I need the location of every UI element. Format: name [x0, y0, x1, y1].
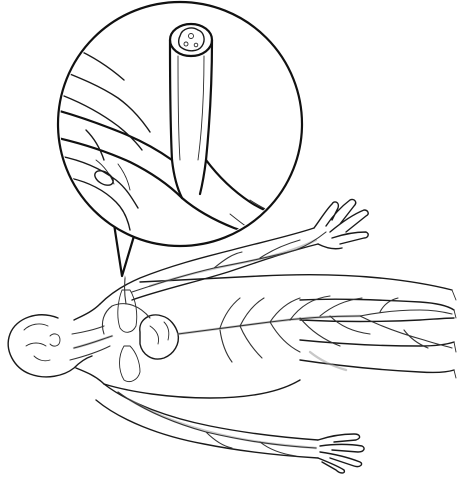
- lower-arm-vein-shading: [130, 400, 316, 448]
- lung-left: [118, 290, 137, 332]
- aorta-arch: [102, 304, 150, 334]
- lower-arm-lower-edge: [96, 400, 318, 458]
- leg-vein-shading: [310, 352, 346, 370]
- jugular-vein: [70, 326, 112, 360]
- heart: [140, 315, 179, 359]
- lower-hand: [318, 434, 364, 473]
- leg-veins: [360, 298, 452, 348]
- torso-top-edge: [140, 275, 452, 290]
- magnified-callout: [56, 2, 302, 280]
- human-body-outline: [8, 199, 456, 473]
- heart-detail: [150, 322, 169, 344]
- torso-bottom-edge: [104, 380, 300, 398]
- upper-hand: [314, 199, 368, 248]
- ear: [50, 334, 60, 346]
- feet: [452, 290, 456, 378]
- lower-leg-outline: [300, 340, 454, 372]
- lung-right: [120, 346, 141, 382]
- face-detail: [24, 324, 50, 361]
- callout-circle-fill: [58, 2, 302, 246]
- torso-vein-branches: [220, 296, 370, 362]
